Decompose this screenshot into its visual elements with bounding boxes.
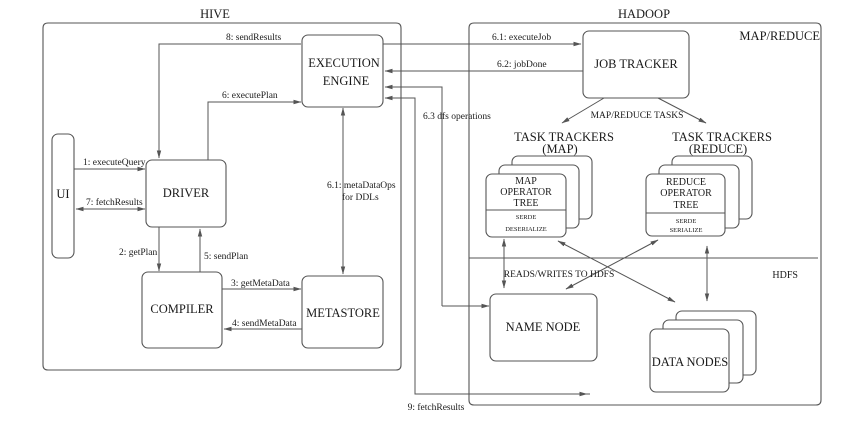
task-trackers-reduce-title-1: TASK TRACKERS: [672, 130, 772, 144]
compiler-label: COMPILER: [150, 302, 214, 316]
map-operator-tree-label-2: OPERATOR: [500, 187, 552, 198]
task-trackers-map-title-2: (MAP): [542, 142, 577, 156]
data-nodes-node: [649, 328, 730, 393]
edge-map-tasks: [561, 97, 605, 124]
job-tracker-node: [582, 30, 690, 99]
reduce-operator-tree-label-3: TREE: [674, 200, 699, 211]
map-operator-tree-label-1: MAP: [515, 176, 537, 187]
reduce-operator-tree-label-2: OPERATOR: [660, 188, 712, 199]
execution-engine-node: [301, 34, 384, 108]
hdfs-section-label: HDFS: [772, 270, 798, 281]
edge-label-dfs-operations: 6.3 dfs operations: [423, 111, 491, 122]
task-trackers-map-title-1: TASK TRACKERS: [514, 130, 614, 144]
reduce-operator-tree-label-1: REDUCE: [666, 177, 706, 188]
edge-label-execute-query: 1: executeQuery: [83, 158, 146, 168]
driver-label: DRIVER: [163, 186, 210, 200]
edge-dfs-operations: [384, 84, 443, 306]
edge-reduce-tasks: [657, 97, 707, 124]
reduce-serialize-label: SERIALIZE: [670, 227, 703, 234]
execution-engine-label-1: EXECUTION: [308, 56, 380, 70]
driver-node: [145, 159, 227, 228]
edge-execute-plan: [207, 99, 302, 160]
edge-reduce-namenode: [565, 239, 659, 290]
reduce-serde-label: SERDE: [676, 218, 697, 225]
edge-label-get-plan: 2: getPlan: [119, 248, 158, 258]
edge-label-job-done: 6.2: jobDone: [497, 60, 547, 70]
ui-label: UI: [56, 187, 69, 201]
edge-label-send-plan: 5: sendPlan: [204, 252, 248, 262]
data-nodes-label: DATA NODES: [652, 355, 728, 369]
edge-send-results: [156, 43, 301, 159]
map-tracker-node: [485, 173, 567, 238]
mapreduce-section-label: MAP/REDUCE: [739, 29, 820, 43]
execution-engine-label-2: ENGINE: [323, 74, 370, 88]
map-deserialize-label: DESERIALIZE: [505, 226, 547, 233]
edge-label-get-metadata: 3: getMetaData: [231, 279, 291, 289]
ui-node: [51, 133, 75, 259]
metastore-label: METASTORE: [306, 306, 380, 320]
edge-label-execute-job: 6.1: executeJob: [492, 33, 551, 43]
edge-label-send-results: 8: sendResults: [226, 33, 281, 43]
task-trackers-reduce-title-2: (REDUCE): [689, 142, 747, 156]
edge-label-metadata-ops-1: 6.1: metaDataOps: [327, 181, 396, 191]
hadoop-group: [468, 22, 822, 406]
map-operator-tree-label-3: TREE: [514, 198, 539, 209]
edge-label-map-reduce-tasks: MAP/REDUCE TASKS: [591, 111, 684, 121]
name-node-label: NAME NODE: [506, 320, 581, 334]
edge-label-execute-plan: 6: executePlan: [222, 91, 278, 101]
name-node: [489, 293, 598, 362]
hive-group: [42, 22, 402, 371]
edge-label-reads-writes-hdfs: READS/WRITES TO HDFS: [504, 270, 615, 280]
hadoop-group-title: HADOOP: [618, 7, 670, 21]
edge-label-metadata-ops-2: for DDLs: [342, 192, 379, 203]
metastore-node: [301, 275, 384, 349]
hive-group-title: HIVE: [200, 7, 230, 21]
reduce-tracker-node: [645, 173, 726, 237]
edge-label-fetch-results-hdfs: 9: fetchResults: [408, 402, 465, 413]
edge-label-fetch-results-ui: 7: fetchResults: [86, 197, 143, 208]
map-serde-label: SERDE: [516, 214, 537, 221]
job-tracker-label: JOB TRACKER: [594, 57, 678, 71]
edge-label-send-metadata: 4: sendMetaData: [232, 319, 297, 329]
compiler-node: [141, 271, 223, 349]
